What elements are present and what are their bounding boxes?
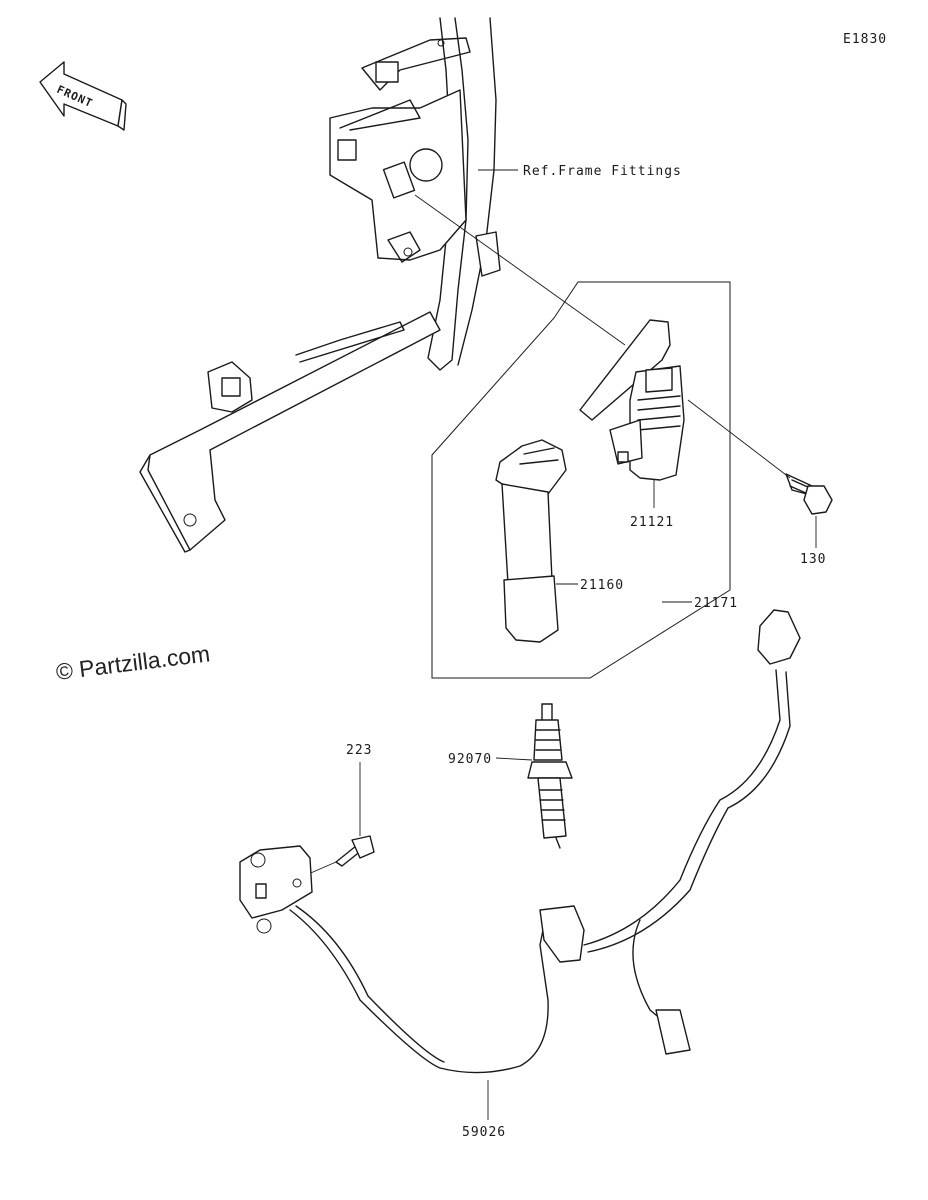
- screw-part-number: 223: [346, 743, 372, 758]
- watermark: © Partzilla.com: [54, 640, 211, 685]
- cap-part-number: 21160: [580, 578, 624, 593]
- plug-cap: [495, 439, 567, 643]
- spark-plug: [527, 703, 573, 849]
- harness-part-number: 59026: [462, 1125, 506, 1140]
- bolt: [785, 473, 833, 515]
- bolt-part-number: 130: [800, 552, 826, 567]
- screw: [335, 835, 375, 867]
- front-arrow-icon: FRONT: [39, 61, 127, 131]
- ref-frame-label: Ref.Frame Fittings: [523, 164, 682, 179]
- wiring-harness: [239, 609, 801, 1074]
- ignition-coil: [579, 319, 685, 481]
- diagram-code: E1830: [843, 32, 887, 47]
- plug-part-number: 92070: [448, 752, 492, 767]
- coil-part-number: 21121: [630, 515, 674, 530]
- kit-part-number: 21171: [694, 596, 738, 611]
- coil-kit-outline: [431, 281, 731, 679]
- frame-fittings: [139, 17, 501, 553]
